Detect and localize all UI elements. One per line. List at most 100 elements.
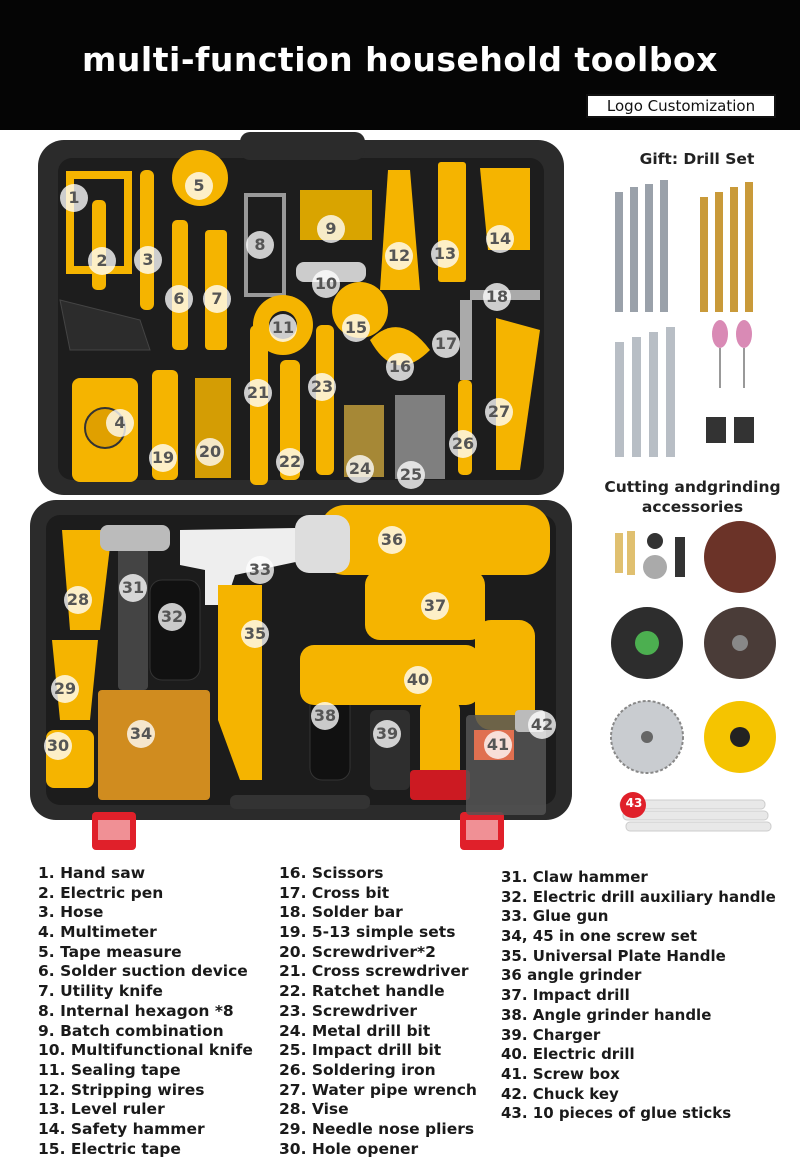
case-label-30: 30 — [44, 732, 72, 760]
list-item: 38. Angle grinder handle — [501, 1005, 712, 1024]
list-item: 23. Screwdriver — [279, 1001, 417, 1020]
logo-customization-button[interactable]: Logo Customization — [586, 94, 776, 118]
list-item: 1. Hand saw — [38, 864, 146, 882]
case-label-10: 10 — [312, 270, 340, 298]
case-label-3: 3 — [134, 246, 162, 274]
case-label-31: 31 — [119, 574, 147, 602]
case-label-38: 38 — [311, 702, 339, 730]
case-label-29: 29 — [51, 675, 79, 703]
case-label-5: 5 — [185, 172, 213, 200]
list-item: 34, 45 in one screw set — [501, 927, 698, 946]
wrench-and-nuts — [615, 531, 685, 579]
cutting-heading-line2: accessories — [641, 498, 744, 516]
gift-heading: Gift: Drill Set — [639, 150, 755, 168]
cutting-accessories-illustration — [610, 521, 776, 832]
hose-shape — [140, 170, 154, 310]
case-label-2: 2 — [88, 247, 116, 275]
list-item: 24. Metal drill bit — [279, 1021, 431, 1040]
list-item: 8. Internal hexagon *8 — [38, 1001, 234, 1020]
list-item: 26. Soldering iron — [279, 1060, 436, 1079]
case-handle-bottom — [230, 795, 370, 809]
case-label-18: 18 — [483, 283, 511, 311]
case-label-26: 26 — [449, 430, 477, 458]
case-label-21: 21 — [244, 379, 272, 407]
list-item: 12. Stripping wires — [38, 1080, 205, 1099]
item-list-col3: 31. Claw hammer 32. Electric drill auxil… — [501, 868, 776, 1124]
glue-sticks-label: 43 — [625, 796, 643, 810]
item-list-col1: 1. Hand saw 2. Electric pen 3. Hose 4. M… — [38, 864, 253, 1159]
list-item: 16. Scissors — [279, 864, 384, 882]
list-item: 41. Screw box — [501, 1064, 620, 1083]
list-item: 15. Electric tape — [38, 1139, 181, 1158]
case-label-32: 32 — [158, 603, 186, 631]
list-item: 17. Cross bit — [279, 883, 390, 902]
case-label-15: 15 — [342, 314, 370, 342]
case-label-35: 35 — [241, 620, 269, 648]
list-item: 40. Electric drill — [501, 1045, 635, 1064]
list-item: 36 angle grinder — [501, 966, 642, 985]
soldering-iron-shape — [458, 380, 472, 475]
case-label-13: 13 — [431, 240, 459, 268]
electric-drill-shape — [300, 645, 480, 705]
list-item: 27. Water pipe wrench — [279, 1080, 477, 1099]
case-label-16: 16 — [386, 353, 414, 381]
list-item: 37. Impact drill — [501, 986, 630, 1005]
list-item: 2. Electric pen — [38, 883, 164, 902]
case-label-22: 22 — [276, 448, 304, 476]
scissors-shape — [370, 327, 430, 366]
list-item: 20. Screwdriver*2 — [279, 942, 436, 961]
case-label-28: 28 — [64, 586, 92, 614]
list-item: 10. Multifunctional knife — [38, 1041, 253, 1060]
case-label-25: 25 — [397, 461, 425, 489]
list-item: 30. Hole opener — [279, 1139, 419, 1158]
case-label-14: 14 — [486, 225, 514, 253]
list-item: 25. Impact drill bit — [279, 1041, 442, 1060]
case-label-42: 42 — [528, 711, 556, 739]
list-item: 6. Solder suction device — [38, 962, 248, 981]
list-item: 3. Hose — [38, 903, 104, 922]
case-label-20: 20 — [196, 438, 224, 466]
case-label-34: 34 — [127, 720, 155, 748]
twist-drill-bits-silver — [615, 180, 668, 312]
screw-set-shape — [98, 690, 210, 800]
list-item: 21. Cross screwdriver — [279, 962, 469, 981]
case-label-36: 36 — [378, 526, 406, 554]
list-item: 18. Solder bar — [279, 903, 403, 922]
carbon-brushes — [706, 417, 754, 443]
list-item: 22. Ratchet handle — [279, 982, 445, 1001]
case-label-17: 17 — [432, 330, 460, 358]
list-item: 7. Utility knife — [38, 982, 163, 1001]
case-label-37: 37 — [421, 592, 449, 620]
angle-grinder-shape — [320, 505, 550, 575]
list-item: 19. 5-13 simple sets — [279, 923, 456, 942]
cross-bit-shape — [460, 300, 472, 380]
item-list-col2: 16. Scissors 17. Cross bit 18. Solder ba… — [279, 864, 477, 1159]
list-item: 32. Electric drill auxiliary handle — [501, 887, 776, 906]
electric-pen-shape — [92, 200, 106, 290]
hand-saw-shape — [66, 171, 132, 274]
water-pipe-wrench-shape — [496, 318, 540, 470]
list-item: 35. Universal Plate Handle — [501, 946, 726, 965]
twist-drill-bits-gold — [700, 182, 753, 312]
header-banner: multi-function household toolbox Logo Cu… — [0, 0, 800, 130]
case-label-19: 19 — [149, 444, 177, 472]
case-label-12: 12 — [385, 242, 413, 270]
case-label-39: 39 — [373, 720, 401, 748]
list-item: 42. Chuck key — [501, 1084, 619, 1103]
case-label-1: 1 — [60, 184, 88, 212]
case-label-23: 23 — [308, 373, 336, 401]
list-item: 9. Batch combination — [38, 1021, 224, 1040]
grinding-heads — [712, 320, 752, 388]
list-item: 43. 10 pieces of glue sticks — [501, 1104, 732, 1123]
page-title: multi-function household toolbox — [82, 40, 718, 79]
case-label-27: 27 — [485, 398, 513, 426]
case-label-40: 40 — [404, 666, 432, 694]
case-label-6: 6 — [165, 285, 193, 313]
case-label-7: 7 — [203, 285, 231, 313]
case-label-8: 8 — [246, 231, 274, 259]
list-item: 28. Vise — [279, 1100, 349, 1119]
sanding-disc — [704, 521, 776, 593]
case-label-41: 41 — [484, 731, 512, 759]
list-item: 13. Level ruler — [38, 1100, 165, 1119]
list-item: 33. Glue gun — [501, 907, 609, 926]
